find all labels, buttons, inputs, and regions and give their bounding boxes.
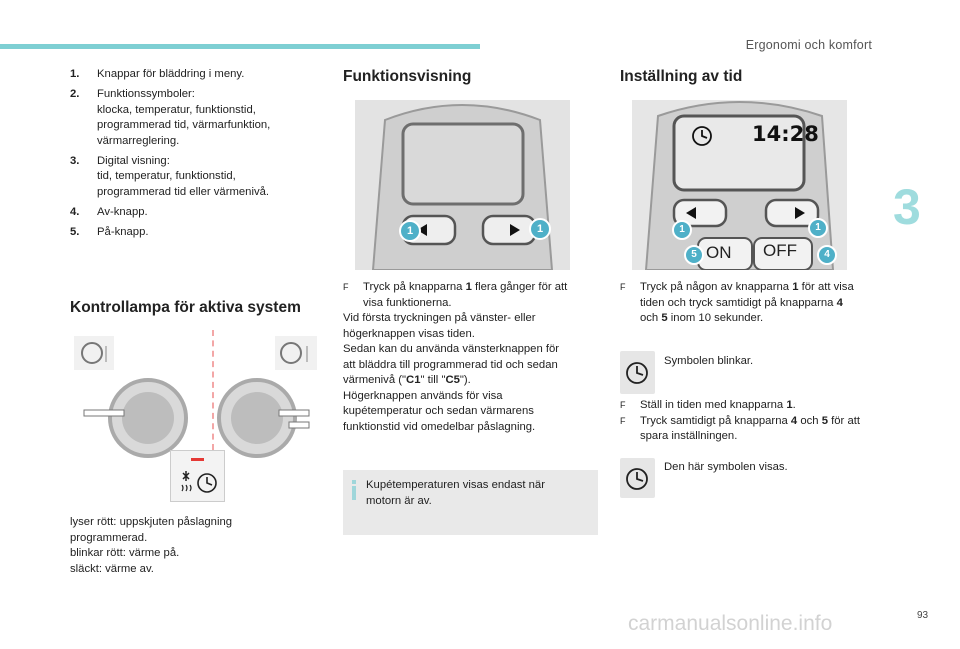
list-item: 1.Knappar för bläddring i meny.	[70, 68, 245, 80]
steering-wheel-right	[217, 378, 310, 458]
callout-1-right: 1	[808, 218, 828, 238]
symbol-blinks-text: Symbolen blinkar.	[664, 355, 754, 367]
page-number: 93	[917, 610, 929, 621]
list-item: 2.Funktionssymboler:klocka, temperatur, …	[70, 88, 271, 147]
callout-1-left: 1	[399, 220, 421, 242]
control-panel-image	[371, 104, 554, 270]
wheel-icon-left	[74, 336, 114, 370]
chapter-number: 3	[893, 179, 921, 235]
section-title: Ergonomi och komfort	[745, 38, 872, 52]
warning-lamp-indicator	[191, 458, 204, 461]
divider-line	[212, 330, 214, 450]
time-step-1: F Tryck på någon av knapparna 1 för att …	[620, 281, 854, 324]
time-steps-2-3: F Ställ in tiden med knapparna 1. F Tryc…	[620, 399, 861, 442]
info-text: motorn är av.	[366, 494, 432, 507]
clock-icon	[626, 362, 648, 384]
bullet-step: F Tryck på knapparna 1 flera gånger för …	[343, 281, 568, 309]
info-box: Kupétemperaturen visas endast när motorn…	[343, 470, 598, 535]
callout-1-right: 1	[529, 218, 551, 240]
control-panel-image	[644, 101, 835, 270]
clock-symbol-box	[620, 458, 655, 498]
heater-lamp-panel	[170, 450, 225, 502]
callout-1-left: 1	[672, 220, 692, 240]
wheel-icon-right	[275, 336, 317, 370]
dashboard-illustration	[70, 330, 320, 510]
clock-symbol-box	[620, 351, 655, 394]
lamp-description: lyser rött: uppskjuten påslagning progra…	[70, 516, 233, 575]
info-text: Kupétemperaturen visas endast när	[366, 479, 545, 491]
function-panel-illustration: 1 1	[355, 100, 570, 270]
off-button-label: OFF	[763, 241, 797, 260]
list-item: 5.På-knapp.	[70, 225, 149, 238]
callout-5: 5	[684, 245, 704, 265]
time-panel-illustration: 14:28 ON OFF 1 1 5 4	[632, 100, 847, 270]
symbol-shown-text: Den här symbolen visas.	[664, 461, 788, 473]
list-item: 3.Digital visning:tid, temperatur, funkt…	[70, 154, 270, 198]
watermark: carmanualsonline.info	[628, 612, 833, 635]
steering-wheel-left	[83, 378, 188, 458]
function-display-heading: Funktionsvisning	[343, 68, 472, 85]
clock-icon	[626, 468, 648, 490]
time-display: 14:28	[752, 122, 819, 146]
legend-list: 1.Knappar för bläddring i meny. 2.Funkti…	[70, 67, 320, 245]
callout-4: 4	[817, 245, 837, 265]
function-instructions: F Tryck på knapparna 1 flera gånger för …	[343, 280, 593, 435]
time-setting-heading: Inställning av tid	[620, 68, 743, 85]
on-button-label: ON	[706, 243, 732, 262]
heater-clock-icon	[181, 471, 217, 493]
header-accent-bar	[0, 44, 480, 49]
function-paragraph: Vid första tryckningen på vänster- eller…	[343, 312, 560, 433]
list-item: 4.Av-knapp.	[70, 205, 148, 218]
info-icon	[352, 480, 356, 500]
lamp-heading: Kontrollampa för aktiva system	[70, 299, 301, 316]
